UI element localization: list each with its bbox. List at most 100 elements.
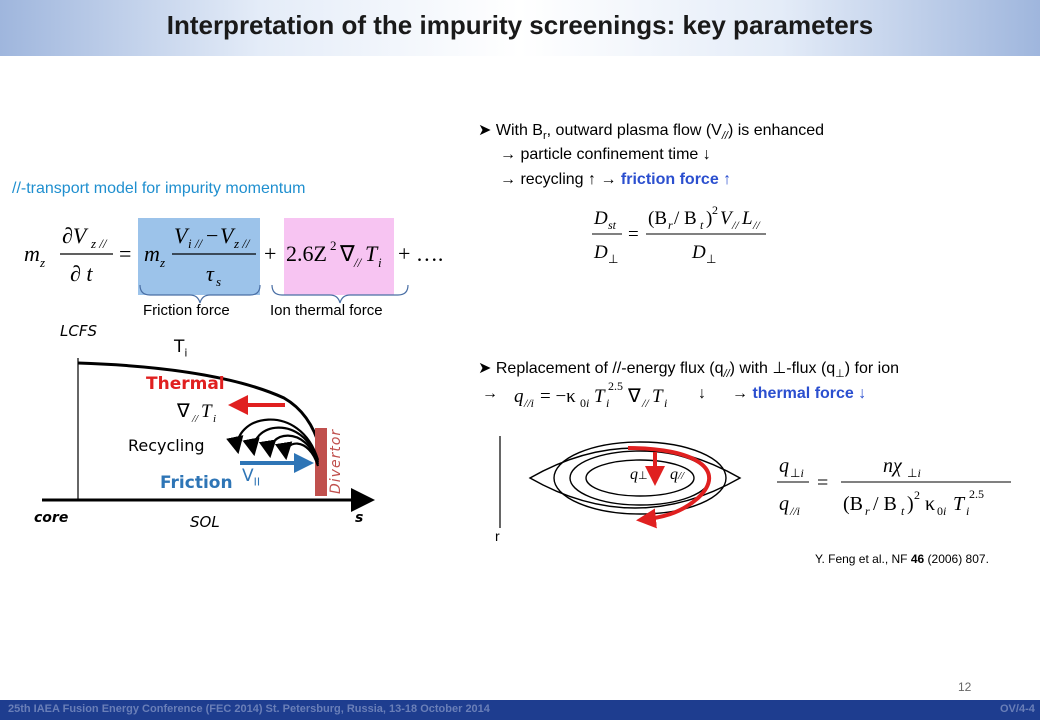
svg-text:T: T: [365, 241, 379, 266]
svg-text:st: st: [608, 218, 617, 232]
svg-text:+ ….: + ….: [398, 241, 443, 266]
svg-text:2.5: 2.5: [608, 379, 623, 393]
svg-text:V: V: [720, 208, 734, 229]
svg-text:D: D: [593, 208, 608, 229]
svg-text:q: q: [779, 493, 789, 515]
svg-text:i: i: [966, 504, 969, 518]
svg-text:κ: κ: [925, 493, 935, 515]
svg-text:T: T: [652, 386, 664, 407]
svg-text://: //: [191, 413, 199, 425]
svg-text:i: i: [213, 413, 216, 425]
flux-ratio-equation: q ⊥i q //i = nχ ⊥i (B r / B t ) 2 κ 0i T…: [777, 455, 1011, 518]
friction-term-box: [138, 218, 260, 295]
svg-text:∇: ∇: [627, 386, 641, 407]
momentum-equation: m z ∂V z // ∂ t = m z V i // − V z // τ …: [24, 218, 443, 304]
svg-text:D: D: [593, 242, 608, 263]
divertor-label: Divertor: [328, 428, 344, 494]
svg-text:⊥i: ⊥i: [790, 466, 804, 480]
reference-citation: Y. Feng et al., NF 46 (2006) 807.: [815, 552, 989, 566]
svg-text:∇: ∇: [176, 401, 190, 422]
svg-text:z: z: [159, 255, 165, 270]
svg-text:−: −: [206, 223, 218, 248]
r-axis-label: r: [495, 528, 500, 544]
v-parallel-label: VII: [242, 466, 261, 489]
svg-text:i: i: [606, 396, 609, 410]
svg-text://: //: [353, 255, 363, 270]
svg-text:m: m: [144, 241, 160, 266]
svg-text:=: =: [628, 224, 639, 245]
svg-text:m: m: [24, 241, 40, 266]
svg-text://: //: [752, 218, 761, 232]
bullet-energy-flux: ➤ Replacement of //-energy flux (q//) wi…: [478, 360, 900, 381]
friction-brace: [139, 284, 261, 304]
svg-text:s: s: [216, 274, 221, 289]
svg-text:=: =: [119, 241, 131, 266]
svg-text:(B: (B: [843, 493, 863, 515]
screening-diagram: ∇ // T i: [42, 358, 375, 512]
flux-surface-diagram: q⊥ q//: [499, 436, 742, 529]
flux-down-arrow: ↓: [698, 385, 706, 402]
paper-code: OV/4-4: [1000, 703, 1035, 715]
svg-text:2: 2: [330, 238, 337, 253]
svg-text:∇: ∇: [339, 241, 355, 266]
footer-bar: [0, 700, 1040, 720]
svg-text:D: D: [691, 242, 706, 263]
svg-text:τ: τ: [206, 261, 215, 286]
svg-text:(B: (B: [648, 208, 667, 229]
svg-text:0i: 0i: [937, 504, 946, 518]
svg-text:r: r: [865, 504, 870, 518]
svg-text:/ B: / B: [674, 208, 697, 229]
svg-text:2.5: 2.5: [969, 487, 984, 501]
s-axis-label: s: [355, 510, 364, 526]
svg-text://: //: [731, 218, 740, 232]
svg-text:∂V: ∂V: [62, 223, 89, 248]
thermal-force-line: → thermal force ↓: [732, 385, 867, 402]
friction-label: Friction: [160, 473, 233, 493]
recycling-arrows: [226, 418, 320, 467]
parallel-flux-arrow: [627, 446, 712, 529]
ti-label: Ti: [174, 337, 188, 360]
thermal-term-box: [284, 218, 394, 295]
svg-text:r: r: [668, 218, 673, 232]
svg-text:z //: z //: [90, 236, 108, 251]
diffusion-ratio-equation: D st D ⊥ = (B r / B t ) 2 V // L // D ⊥: [592, 203, 766, 266]
confinement-line: → particle confinement time ↓: [500, 146, 711, 163]
svg-text:= −κ: = −κ: [540, 386, 576, 407]
svg-text:i: i: [378, 255, 382, 270]
svg-text:=: =: [817, 472, 828, 494]
svg-text:0i: 0i: [580, 396, 589, 410]
ion-thermal-force-label: Ion thermal force: [270, 302, 383, 319]
svg-text:⊥i: ⊥i: [907, 466, 921, 480]
svg-text:t: t: [901, 504, 905, 518]
svg-text:q⊥: q⊥: [630, 466, 648, 483]
svg-text://i: //i: [789, 504, 800, 518]
svg-text:2: 2: [712, 203, 718, 217]
ti-profile-curve: [77, 361, 322, 449]
svg-text://i: //i: [523, 396, 534, 410]
svg-text:q: q: [779, 455, 789, 477]
svg-text:i //: i //: [188, 236, 203, 251]
model-subtitle: //-transport model for impurity momentum: [12, 180, 306, 197]
friction-force-label: Friction force: [143, 302, 230, 319]
svg-text:): ): [706, 208, 712, 229]
svg-text:V: V: [174, 223, 190, 248]
svg-text:T: T: [594, 386, 606, 407]
svg-text:i: i: [664, 396, 667, 410]
heat-flux-equation: q //i = −κ 0i T i 2.5 ∇ // T i: [514, 379, 667, 410]
title-bar: [0, 0, 1040, 56]
svg-text://: //: [641, 396, 650, 410]
bullet-arrow-icon: ➤: [478, 122, 492, 139]
page-number: 12: [958, 680, 972, 694]
svg-text:+: +: [264, 241, 276, 266]
svg-text:⊥: ⊥: [706, 252, 716, 266]
svg-text:): ): [907, 493, 914, 515]
core-label: core: [34, 510, 69, 526]
recycling-label: Recycling: [128, 436, 205, 455]
svg-text:V: V: [220, 223, 236, 248]
conference-footer: 25th IAEA Fusion Energy Conference (FEC …: [8, 703, 490, 715]
svg-text:T: T: [953, 493, 966, 515]
svg-text:z: z: [39, 255, 45, 270]
slide-title: Interpretation of the impurity screening…: [166, 10, 874, 40]
svg-text:nχ: nχ: [883, 455, 903, 477]
sol-label: SOL: [190, 513, 220, 531]
